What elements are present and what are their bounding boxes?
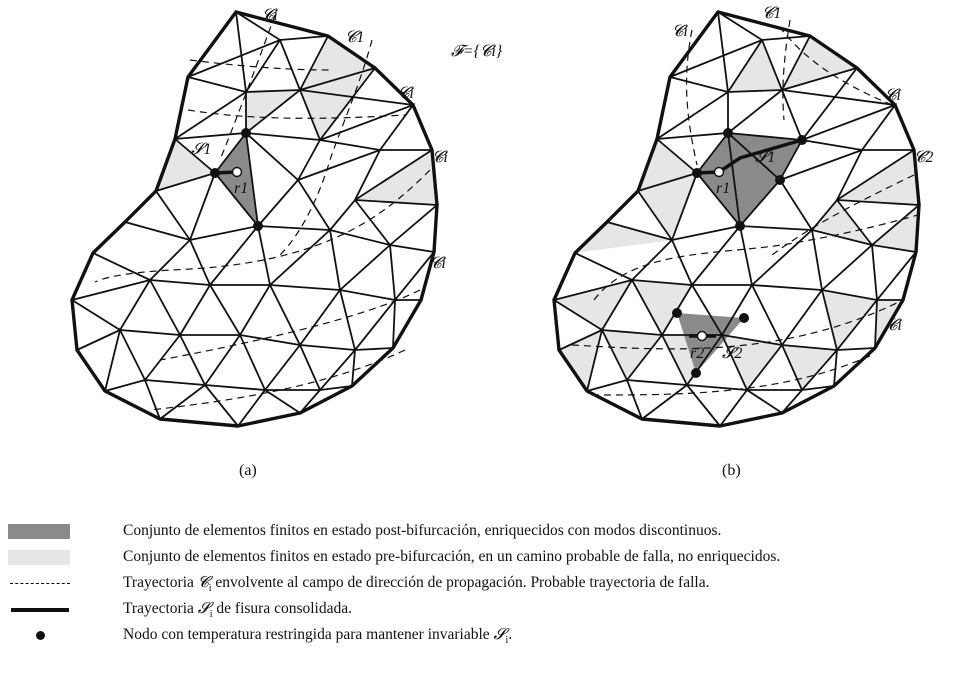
constrained-node [775,175,785,185]
legend-text: Nodo con temperatura restringida para ma… [123,626,513,647]
thick-line-icon [11,608,69,612]
legend-text: Conjunto de elementos finitos en estado … [123,548,781,565]
constrained-node [797,135,807,145]
constrained-node [241,128,251,138]
legend-item-trajectory-s: Trayectoria 𝓢i de fisura consolidada. [0,598,977,622]
black-dot-icon [36,631,45,640]
constrained-node [253,221,263,231]
constrained-node [672,308,682,318]
crack-label-s1: 𝓢1 [755,149,775,166]
trajectory-label-ci: 𝓒i [672,23,688,40]
trajectory-label-c1: 𝓒1 [345,29,364,46]
panel-a-caption: (a) [239,462,257,479]
family-label: 𝓕={𝓒i} [451,43,503,60]
legend-item-pre-bifurcation: Conjunto de elementos finitos en estado … [0,546,977,570]
trajectory-label-c1: 𝓒1 [762,5,781,22]
point-r1 [713,166,725,178]
point-r1 [231,166,243,178]
constrained-node [692,168,702,178]
trajectories-b [571,19,919,396]
cracks-b [672,128,807,378]
point-r2 [696,330,708,342]
dashed-line-icon [10,583,70,584]
trajectory-label-ci: 𝓒i [432,149,448,166]
legend-item-post-bifurcation: Conjunto de elementos finitos en estado … [0,520,977,544]
legend-text: Conjunto de elementos finitos en estado … [123,522,722,539]
panel-b-caption: (b) [722,462,741,479]
point-label-r1: r1 [716,180,730,197]
crack-a [210,128,263,231]
mesh-figure: 𝓒i 𝓒1 𝓒i 𝓒i 𝓒i 𝓢1 r1 (a) [70,5,933,479]
trajectory-label-ci: 𝓒i [885,87,901,104]
trajectory-label-ci: 𝓒i [430,255,446,272]
trajectory-label-c2: 𝓒2 [914,149,933,166]
trajectory-label-ci: 𝓒i [262,7,278,24]
legend-text: Trayectoria 𝓒i envolvente al campo de di… [123,574,710,595]
legend-item-constrained-node: Nodo con temperatura restringida para ma… [0,624,977,648]
crack-label-s2: 𝓢2 [722,345,742,362]
constrained-node [210,168,220,178]
post-bifurcation-elements-a [215,133,258,226]
trajectory-label-ci: 𝓒i [886,317,902,334]
legend-text: Trayectoria 𝓢i de fisura consolidada. [123,600,353,621]
trajectory-label-ci: 𝓒i [398,85,414,102]
constrained-node [691,368,701,378]
constrained-node [723,128,733,138]
legend-item-trajectory-c: Trayectoria 𝓒i envolvente al campo de di… [0,572,977,596]
crack-label-s1: 𝓢1 [191,141,211,158]
point-label-r1: r1 [234,180,248,197]
point-label-r2: r2 [690,345,704,362]
dark-gray-swatch-icon [8,524,70,539]
light-gray-swatch-icon [8,550,70,565]
constrained-node [735,221,745,231]
panel-b: 𝓒i 𝓒1 𝓒i 𝓒2 𝓒i 𝓢1 𝓢2 r1 r2 (b) [552,5,933,479]
panel-a: 𝓒i 𝓒1 𝓒i 𝓒i 𝓒i 𝓢1 r1 (a) [70,7,448,479]
trajectories-a [94,14,431,411]
constrained-node [739,313,749,323]
